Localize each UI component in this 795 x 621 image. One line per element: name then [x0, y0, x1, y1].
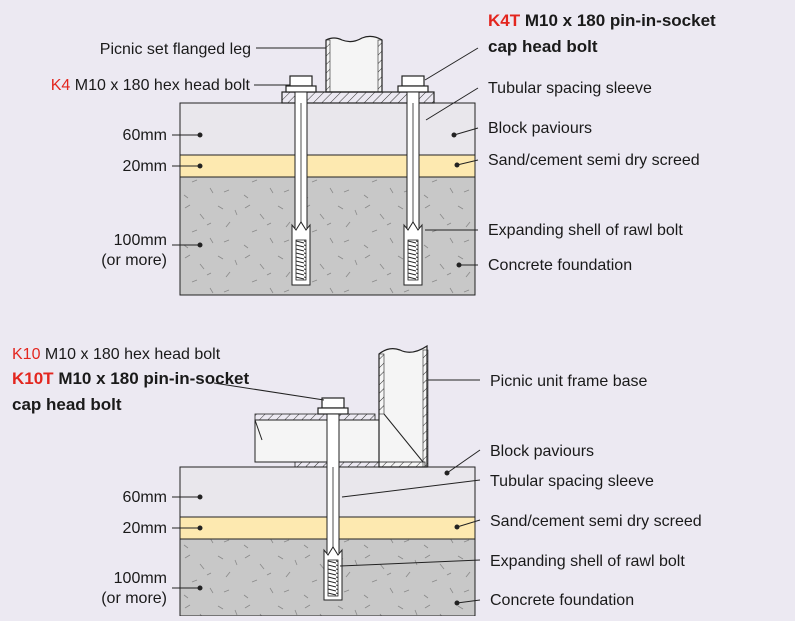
diagram-1: Picnic set flanged leg K4 M10 x 180 hex …: [51, 11, 716, 296]
bolt-label-2: K10 M10 x 180 hex head bolt: [12, 346, 221, 363]
flange-plate: [281, 91, 435, 104]
alt-line1-1: M10 x 180 pin-in-socket: [525, 11, 716, 30]
shell-label-2: Expanding shell of rawl bolt: [490, 553, 685, 570]
concrete-layer-1: [179, 176, 476, 296]
flanged-leg: [325, 35, 383, 93]
bolt-left-1: [285, 75, 317, 286]
leg-label: Picnic set flanged leg: [100, 41, 251, 58]
paviours-label-2: Block paviours: [490, 443, 594, 460]
dim-100-note-1: (or more): [101, 252, 167, 269]
frame-label: Picnic unit frame base: [490, 373, 648, 390]
dim-100-1: 100mm: [114, 232, 167, 249]
leaders-2: [172, 379, 481, 606]
dim-100-2: 100mm: [114, 570, 167, 587]
bolt-desc-2: M10 x 180 hex head bolt: [45, 346, 221, 363]
alt-line1-2: M10 x 180 pin-in-socket: [58, 369, 249, 388]
alt-code-1: K4T: [488, 11, 521, 30]
alt-line2-2: cap head bolt: [12, 395, 122, 414]
foundation-label-1: Concrete foundation: [488, 257, 632, 274]
bolt-right-1: [397, 75, 429, 286]
shell-label-1: Expanding shell of rawl bolt: [488, 222, 683, 239]
bolt-code-1: K4: [51, 77, 71, 94]
dim-60-1: 60mm: [123, 127, 167, 144]
bolt-desc-1: M10 x 180 hex head bolt: [75, 77, 251, 94]
dim-60-2: 60mm: [123, 489, 167, 506]
frame-base: [254, 344, 429, 468]
dim-20-1: 20mm: [123, 158, 167, 175]
paviours-label-1: Block paviours: [488, 120, 592, 137]
alt-code-2: K10T: [12, 369, 54, 388]
diagram-2: K10 M10 x 180 hex head bolt K10T M10 x 1…: [12, 344, 702, 617]
alt-bolt-label-1: K4T M10 x 180 pin-in-socket: [488, 11, 716, 30]
sleeve-label-1: Tubular spacing sleeve: [488, 80, 652, 97]
bolt-2: [317, 397, 349, 601]
screed-layer-1: [179, 154, 476, 178]
paviour-layer-1: [179, 102, 476, 156]
alt-line2-1: cap head bolt: [488, 37, 598, 56]
alt-bolt-label-2: K10T M10 x 180 pin-in-socket: [12, 369, 249, 388]
screed-label-2: Sand/cement semi dry screed: [490, 513, 702, 530]
foundation-label-2: Concrete foundation: [490, 592, 634, 609]
screed-label-1: Sand/cement semi dry screed: [488, 152, 700, 169]
dim-100-note-2: (or more): [101, 590, 167, 607]
leaders-1: [172, 47, 479, 268]
dim-20-2: 20mm: [123, 520, 167, 537]
bolt-code-2: K10: [12, 346, 41, 363]
bolt-label-1: K4 M10 x 180 hex head bolt: [51, 77, 251, 94]
sleeve-label-2: Tubular spacing sleeve: [490, 473, 654, 490]
